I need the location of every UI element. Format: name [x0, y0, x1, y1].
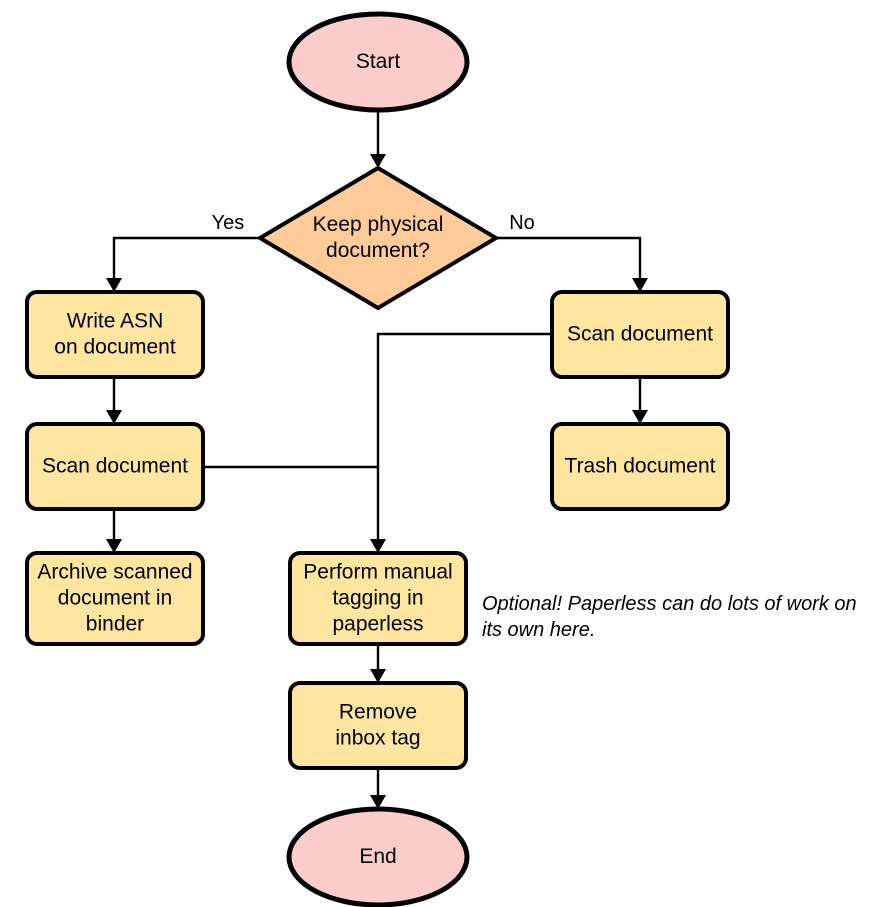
edge-label: Yes — [212, 212, 245, 234]
process-shape[interactable] — [25, 422, 205, 511]
terminal-shape[interactable] — [286, 11, 470, 113]
node-label: Trash document — [565, 454, 716, 477]
edge-remove-tag-to-end — [370, 768, 386, 809]
node-label: Scan document — [567, 322, 713, 345]
edge-arrowhead — [632, 278, 648, 292]
node-end[interactable]: End — [286, 806, 470, 907]
process-shape[interactable] — [25, 290, 205, 379]
node-label: Start — [356, 50, 401, 73]
edge-arrowhead — [370, 795, 386, 809]
node-trash[interactable]: Trash document — [550, 422, 730, 511]
node-scan-right[interactable]: Scan document — [550, 290, 730, 379]
terminal-shape[interactable] — [286, 806, 470, 907]
edge-write-asn-to-scan-left — [106, 377, 122, 424]
edge-arrowhead — [370, 669, 386, 683]
edge-decision-yes: Yes — [106, 212, 260, 292]
process-shape[interactable] — [550, 422, 730, 511]
edge-tagging-to-remove-tag — [370, 644, 386, 683]
annotation-optional-note: Optional! Paperless can do lots of work … — [482, 593, 857, 641]
edge-label: No — [509, 212, 535, 234]
node-label: Scan document — [42, 454, 188, 477]
edge-arrowhead — [370, 154, 386, 168]
edge-decision-no: No — [496, 212, 648, 292]
edge-path — [376, 332, 552, 540]
edge-scan-right-to-trash — [632, 377, 648, 424]
edge-arrowhead — [106, 539, 122, 553]
edge-start-to-decision — [370, 110, 386, 168]
node-scan-left[interactable]: Scan document — [25, 422, 205, 511]
edges-layer: Yes No — [106, 110, 648, 809]
process-shape[interactable] — [550, 290, 730, 379]
process-shape[interactable] — [25, 551, 205, 646]
process-shape[interactable] — [288, 551, 468, 646]
node-label: End — [359, 845, 396, 868]
edge-scan-right-to-tagging — [370, 332, 552, 553]
node-start[interactable]: Start — [286, 11, 470, 113]
edge-arrowhead — [370, 539, 386, 553]
edge-arrowhead — [632, 410, 648, 424]
edge-arrowhead — [106, 278, 122, 292]
edge-arrowhead — [106, 410, 122, 424]
edge-scan-left-to-archive — [106, 509, 122, 553]
edge-path — [496, 236, 642, 279]
decision-shape[interactable] — [256, 165, 500, 311]
annotations-layer: Optional! Paperless can do lots of work … — [482, 593, 857, 641]
edge-path — [112, 236, 260, 279]
process-shape[interactable] — [288, 681, 468, 770]
